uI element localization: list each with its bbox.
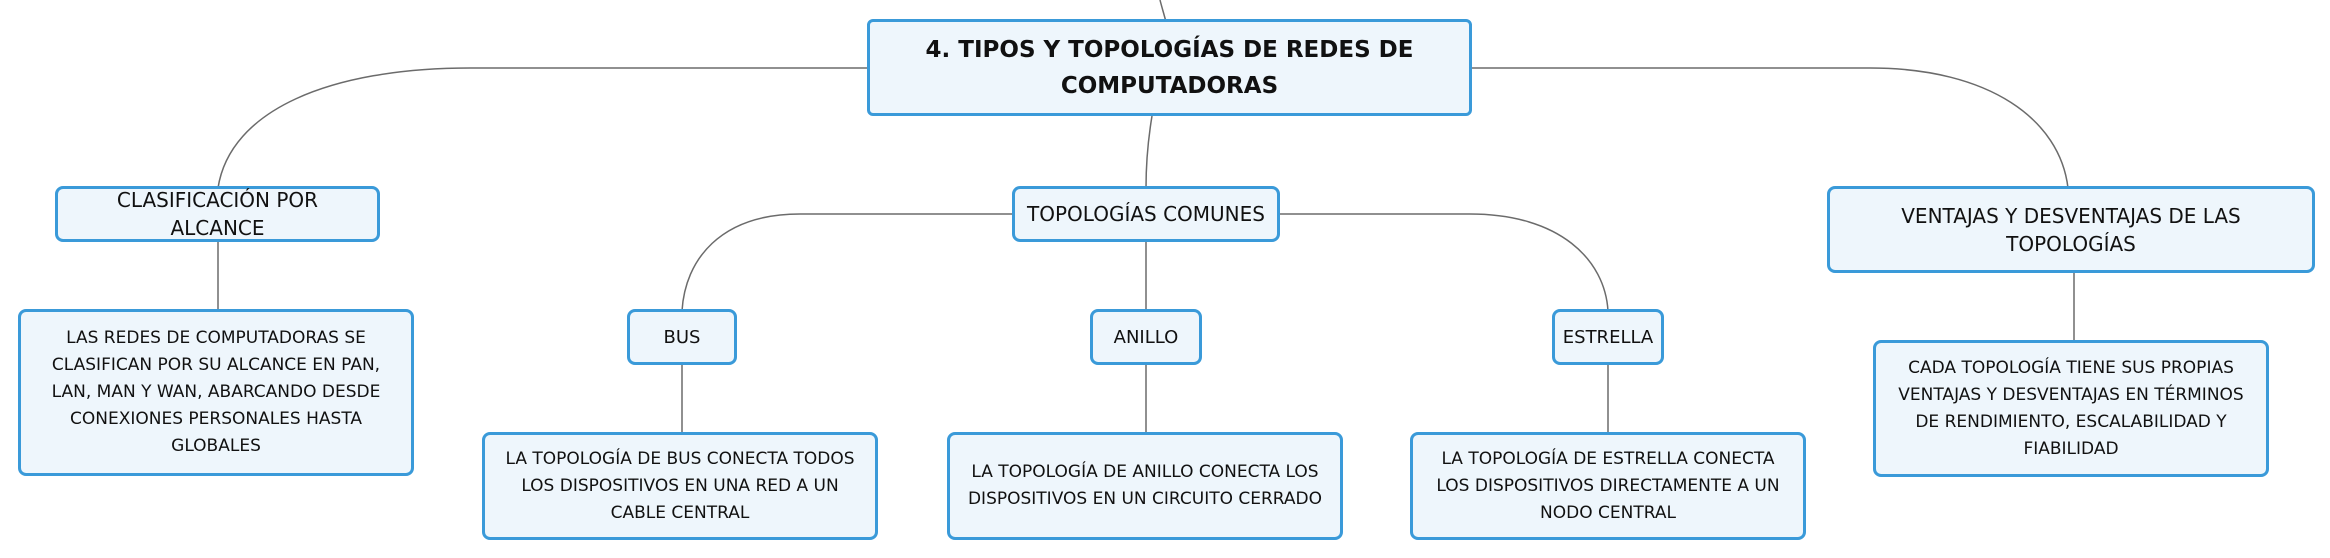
topic-node-topologias[interactable]: TOPOLOGÍAS COMUNES xyxy=(1012,186,1280,242)
subtopic-node-bus[interactable]: BUS xyxy=(627,309,737,365)
central-topic-node[interactable]: 4. TIPOS Y TOPOLOGÍAS DE REDES DE COMPUT… xyxy=(867,19,1472,116)
detail-text-bus: LA TOPOLOGÍA DE BUS CONECTA TODOS LOS DI… xyxy=(505,448,855,523)
subtopic-node-estrella[interactable]: ESTRELLA xyxy=(1552,309,1664,365)
detail-text-alcance: LAS REDES DE COMPUTADORAS SE CLASIFICAN … xyxy=(51,328,381,456)
topic-label-alcance: CLASIFICACIÓN POR ALCANCE xyxy=(116,188,319,240)
connector-topologias-to-bus xyxy=(681,213,1015,312)
detail-text-estrella: LA TOPOLOGÍA DE ESTRELLA CONECTA LOS DIS… xyxy=(1436,448,1780,523)
detail-node-ventajas[interactable]: CADA TOPOLOGÍA TIENE SUS PROPIAS VENTAJA… xyxy=(1873,340,2269,477)
detail-node-bus[interactable]: LA TOPOLOGÍA DE BUS CONECTA TODOS LOS DI… xyxy=(482,432,878,540)
connector-central-to-topologias xyxy=(1145,115,1153,189)
subtopic-node-anillo[interactable]: ANILLO xyxy=(1090,309,1202,365)
detail-node-anillo[interactable]: LA TOPOLOGÍA DE ANILLO CONECTA LOS DISPO… xyxy=(947,432,1343,540)
topic-label-topologias: TOPOLOGÍAS COMUNES xyxy=(1027,202,1265,226)
topic-node-ventajas[interactable]: VENTAJAS Y DESVENTAJAS DE LAS TOPOLOGÍAS xyxy=(1827,186,2315,273)
subtopic-label-anillo: ANILLO xyxy=(1113,326,1179,348)
connector-central-to-ventajas xyxy=(1469,67,2069,189)
detail-node-alcance[interactable]: LAS REDES DE COMPUTADORAS SE CLASIFICAN … xyxy=(18,309,414,476)
detail-text-ventajas: CADA TOPOLOGÍA TIENE SUS PROPIAS VENTAJA… xyxy=(1898,357,2244,459)
detail-node-estrella[interactable]: LA TOPOLOGÍA DE ESTRELLA CONECTA LOS DIS… xyxy=(1410,432,1806,540)
subtopic-label-bus: BUS xyxy=(663,326,701,348)
connector-central-to-alcance xyxy=(217,67,871,189)
central-topic-label: 4. TIPOS Y TOPOLOGÍAS DE REDES DE COMPUT… xyxy=(925,36,1414,99)
connector-topologias-to-estrella xyxy=(1277,213,1609,312)
subtopic-label-estrella: ESTRELLA xyxy=(1562,326,1654,348)
detail-text-anillo: LA TOPOLOGÍA DE ANILLO CONECTA LOS DISPO… xyxy=(967,462,1323,509)
topic-label-ventajas: VENTAJAS Y DESVENTAJAS DE LAS TOPOLOGÍAS xyxy=(1901,203,2241,256)
topic-node-alcance[interactable]: CLASIFICACIÓN POR ALCANCE xyxy=(55,186,380,242)
